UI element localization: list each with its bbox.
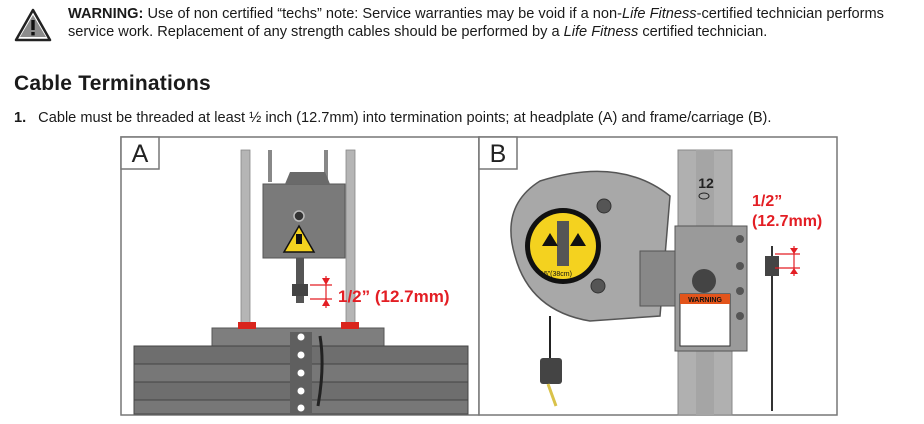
step-1: 1. Cable must be threaded at least ½ inch… [14, 110, 771, 126]
warning-label: WARNING: [68, 6, 144, 22]
brand-name: Life Fitness [621, 6, 697, 22]
warning-text-part2: -certified technician performs service w… [68, 6, 884, 40]
panel-b-measurement-line1: 1/2” [752, 193, 782, 210]
panel-b-measurement-line2: (12.7mm) [752, 213, 822, 230]
warning-triangle-icon [14, 8, 52, 42]
panel-a-measurement: 1/2” (12.7mm) [338, 287, 450, 306]
step-number: 1. [14, 110, 27, 126]
figure-cable-terminations: A 1/2” (12.7mm) 12 15”(38cm) [120, 136, 838, 416]
frame-number: 12 [698, 175, 714, 191]
panel-a: A 1/2” (12.7mm) [120, 136, 480, 416]
weight-stack [133, 332, 469, 415]
warning-text-part1: Use of non certified “techs” note: Servi… [143, 6, 622, 22]
panel-b: 12 15”(38cm) WARNING [478, 136, 838, 416]
panel-b-label: B [490, 140, 507, 168]
panel-a-label: A [132, 140, 149, 168]
step-text: Cable must be threaded at least ½ inch (… [38, 110, 772, 126]
warning-decal: WARNING [688, 297, 722, 304]
section-title: Cable Terminations [14, 72, 211, 95]
decal-text: 15”(38cm) [540, 271, 572, 278]
warning-text-part3: certified technician. [638, 23, 768, 40]
brand-name: Life Fitness [563, 23, 639, 40]
warning-text: WARNING: Use of non certified “techs” no… [68, 6, 914, 41]
